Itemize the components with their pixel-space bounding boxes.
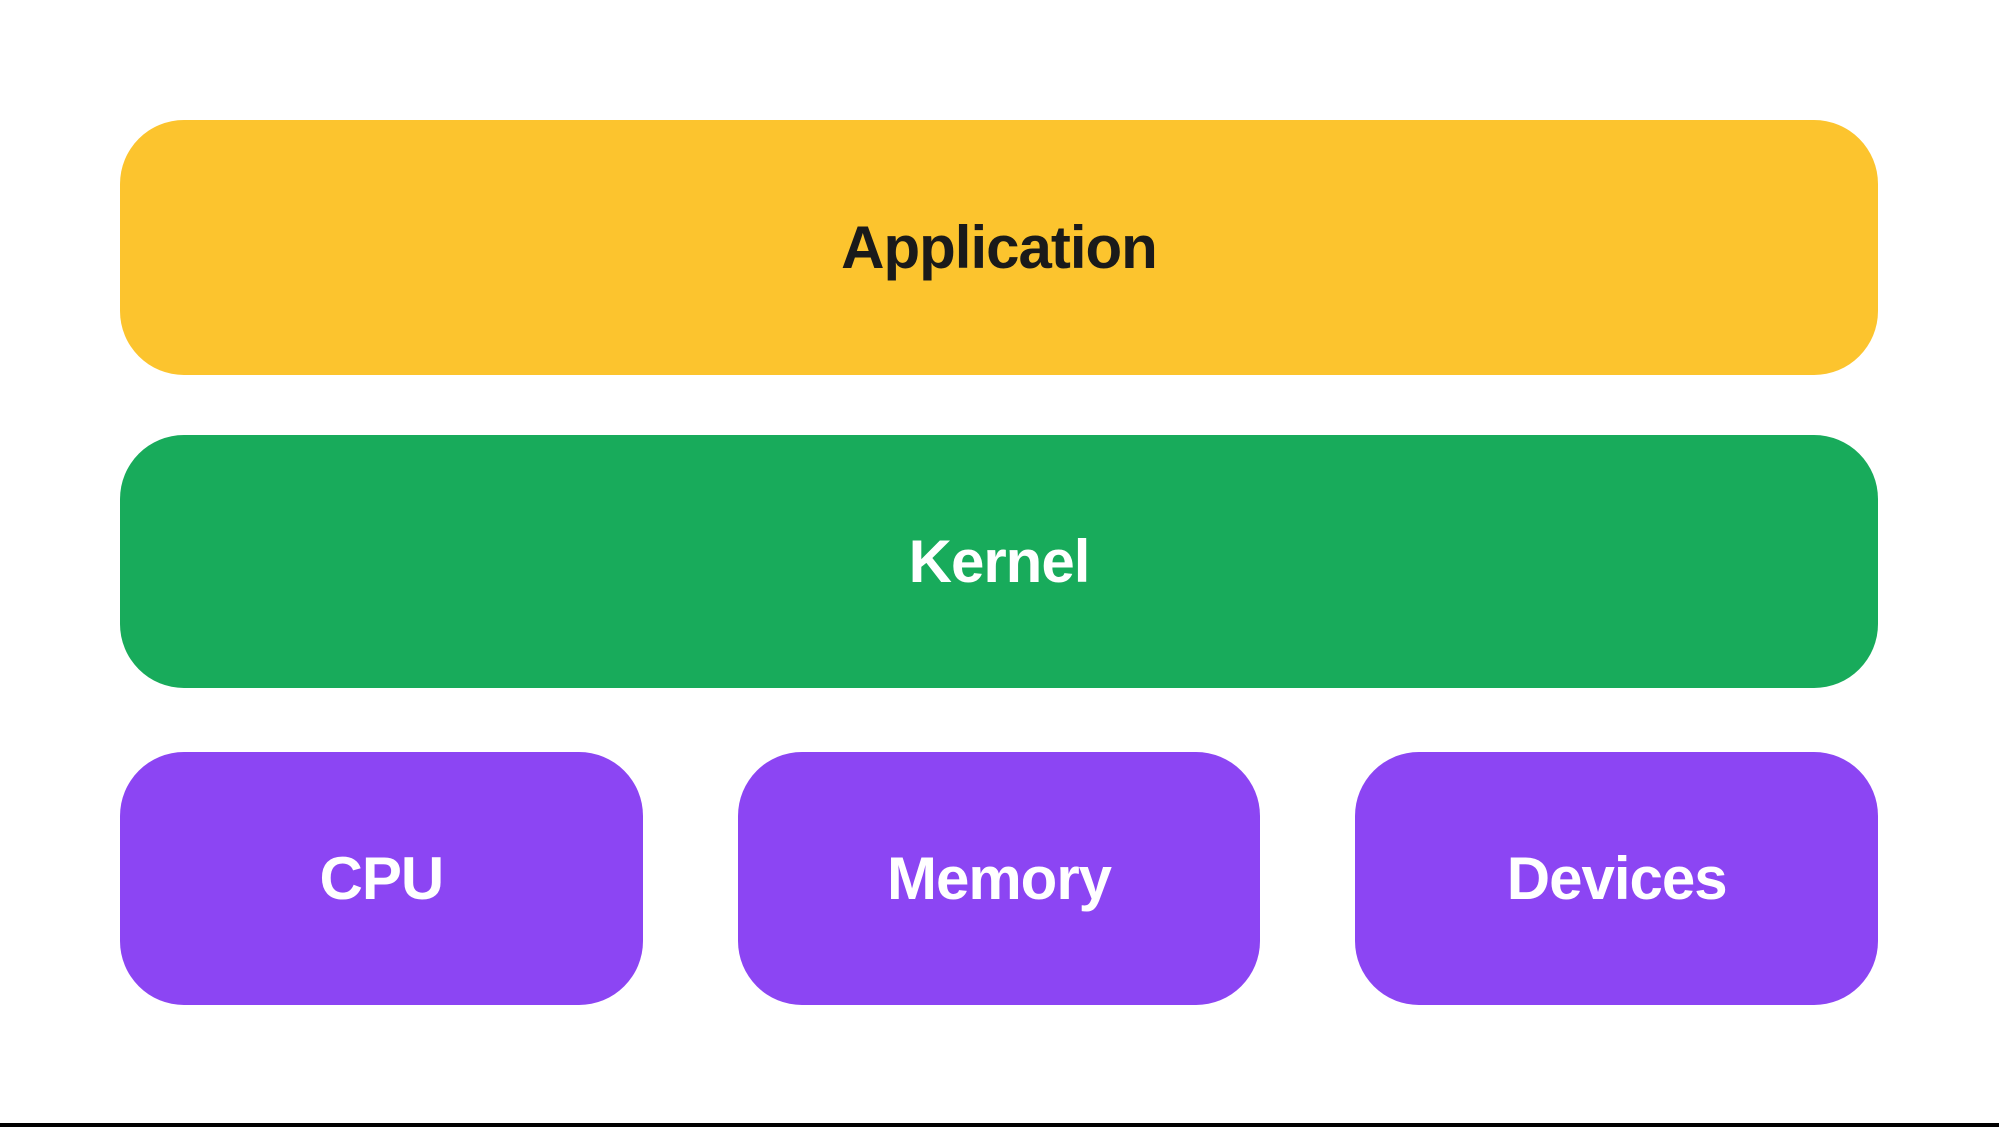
hardware-layer-row: CPU Memory Devices: [120, 752, 1879, 1005]
bottom-divider: [0, 1123, 1999, 1127]
cpu-block: CPU: [120, 752, 643, 1005]
cpu-label: CPU: [319, 844, 444, 912]
kernel-layer-block: Kernel: [120, 435, 1878, 688]
memory-label: Memory: [886, 844, 1112, 912]
application-label: Application: [841, 213, 1158, 281]
devices-label: Devices: [1506, 844, 1728, 912]
kernel-label: Kernel: [908, 527, 1091, 595]
memory-block: Memory: [737, 752, 1261, 1005]
application-layer-block: Application: [120, 120, 1878, 375]
devices-block: Devices: [1355, 752, 1879, 1005]
